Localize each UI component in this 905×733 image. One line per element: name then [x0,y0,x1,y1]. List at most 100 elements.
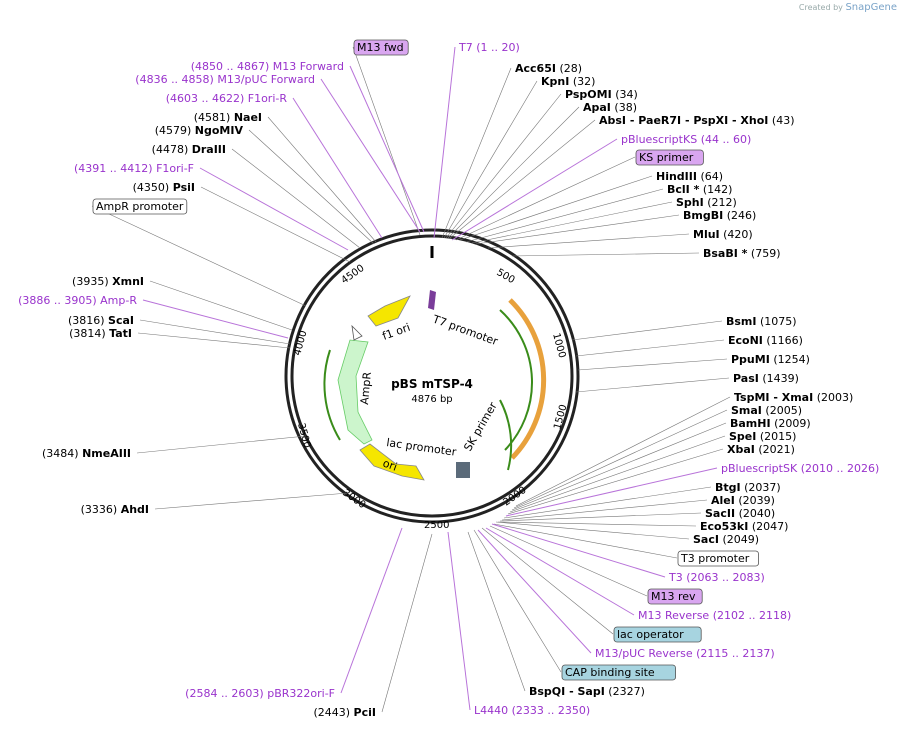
green-orf-arc-1 [499,309,534,451]
leader-line [154,492,349,510]
leader-lines [91,46,731,713]
feature-label[interactable]: (4850 .. 4867) M13 Forward [191,60,344,73]
leader-line [292,97,383,239]
leader-line [495,521,690,540]
feature-label[interactable]: (4478) DraIII [152,143,226,156]
leader-line [497,521,697,527]
feature-label[interactable]: (3814) TatI [69,327,132,340]
label-text: (2584 .. 2603) pBR322ori-F [185,687,335,700]
feature-label[interactable]: (4581) NaeI [194,111,262,124]
feature-label[interactable]: (4391 .. 4412) F1ori-F [74,162,194,175]
feature-label[interactable]: HindIII (64) [656,170,723,183]
feature-label[interactable]: L4440 (2333 .. 2350) [474,704,590,717]
leader-line [577,358,728,371]
label-name: KS primer [639,151,694,164]
feature-label[interactable]: SmaI (2005) [731,404,802,417]
feature-label[interactable]: (4350) PsiI [133,181,195,194]
feature-label[interactable]: AmpR promoter [92,198,188,215]
feature-label[interactable]: (3484) NmeAIII [42,447,131,460]
label-name: NmeAIII [82,447,131,460]
feature-label[interactable]: KS primer [635,149,704,166]
feature-label[interactable]: (4836 .. 4858) M13/pUC Forward [135,73,315,86]
feature-label[interactable]: AbsI - PaeR7I - PspXI - XhoI (43) [599,114,795,127]
feature-label[interactable]: (2443) PciI [313,706,376,719]
feature-label[interactable]: (4603 .. 4622) F1ori-R [166,92,288,105]
tick-2500: 2500 [424,520,449,531]
label-name: M13/pUC Forward [217,73,315,86]
feature-label[interactable]: T3 promoter [677,550,759,567]
feature-label[interactable]: ApaI (38) [583,101,637,114]
label-text: SphI (212) [676,196,737,209]
feature-label[interactable]: PpuMI (1254) [731,353,810,366]
feature-label[interactable]: BclI * (142) [667,183,732,196]
feature-label[interactable]: (2584 .. 2603) pBR322ori-F [185,687,335,700]
feature-label[interactable]: lac operator [613,626,702,643]
label-range: (4581) [194,111,231,124]
feature-label[interactable]: T3 (2063 .. 2083) [668,571,765,584]
feature-label[interactable]: (3816) ScaI [68,314,134,327]
feature-label[interactable]: Eco53kI (2047) [700,520,788,533]
label-text: KS primer [639,151,694,164]
label-text: PasI (1439) [733,372,799,385]
label-range: (4579) [155,124,192,137]
feature-label[interactable]: M13 Reverse (2102 .. 2118) [638,609,791,622]
leader-line [511,252,700,257]
feature-label[interactable]: M13 fwd [353,39,409,56]
label-name: KpnI [541,75,569,88]
feature-label[interactable]: pBluescriptKS (44 .. 60) [621,133,751,146]
feature-label[interactable]: TspMI - XmaI (2003) [734,391,853,404]
feature-label[interactable]: (3336) AhdI [81,503,149,516]
leader-line [481,527,614,635]
feature-label[interactable]: T7 (1 .. 20) [458,41,520,54]
feature-label[interactable]: BmgBI (246) [683,209,756,222]
label-text: SmaI (2005) [731,404,802,417]
label-name: M13 Forward [273,60,344,73]
leader-line [433,46,456,239]
feature-label[interactable]: EcoNI (1166) [728,334,803,347]
label-name: M13/pUC Reverse [595,647,693,660]
feature-label[interactable]: BsmI (1075) [726,315,797,328]
feature-label[interactable]: BspQI - SapI (2327) [529,685,645,698]
label-name: Amp-R [100,294,137,307]
label-range: (2333 .. 2350) [512,704,591,717]
feature-label[interactable]: (3935) XmnI [72,275,144,288]
label-text: (4603 .. 4622) F1ori-R [166,92,288,105]
label-range: (1439) [762,372,799,385]
feature-label[interactable]: SphI (212) [676,196,737,209]
feature-label[interactable]: XbaI (2021) [727,443,795,456]
label-text: (4836 .. 4858) M13/pUC Forward [135,73,315,86]
feature-label[interactable]: BamHI (2009) [730,417,811,430]
label-range: (1254) [773,353,810,366]
label-name: TspMI - XmaI [734,391,813,404]
inner-label-f1-ori: f1 ori [381,321,412,343]
feature-label[interactable]: BsaBI * (759) [703,247,781,260]
label-text: BsaBI * (759) [703,247,781,260]
feature-label[interactable]: M13 rev [647,588,703,605]
leader-line [511,422,727,511]
feature-label[interactable]: CAP binding site [561,664,676,681]
feature-label[interactable]: (3886 .. 3905) Amp-R [18,294,137,307]
feature-label[interactable]: MluI (420) [693,228,753,241]
feature-label[interactable]: BtgI (2037) [715,481,781,494]
plasmid-length: 4876 bp [411,394,452,405]
feature-label[interactable]: (4579) NgoMIV [155,124,244,137]
feature-label[interactable]: Acc65I (28) [515,62,582,75]
feature-label[interactable]: SacI (2049) [693,533,759,546]
feature-label[interactable]: PasI (1439) [733,372,799,385]
feature-label[interactable]: SpeI (2015) [729,430,796,443]
feature-label[interactable]: KpnI (32) [541,75,595,88]
leader-line [136,435,307,454]
feature-label[interactable]: PspOMI (34) [565,88,638,101]
feature-label[interactable]: SacII (2040) [705,507,775,520]
feature-label[interactable]: pBluescriptSK (2010 .. 2026) [721,462,879,475]
feature-label[interactable]: M13/pUC Reverse (2115 .. 2137) [595,647,775,660]
label-range: (34) [615,88,638,101]
leader-line [465,188,664,243]
leader-line [199,167,349,251]
leader-line [445,93,562,239]
label-text: M13 fwd [357,41,404,54]
feature-label[interactable]: AleI (2039) [711,494,775,507]
leader-line [571,320,723,341]
label-name: XbaI [727,443,755,456]
label-text: (3816) ScaI [68,314,134,327]
